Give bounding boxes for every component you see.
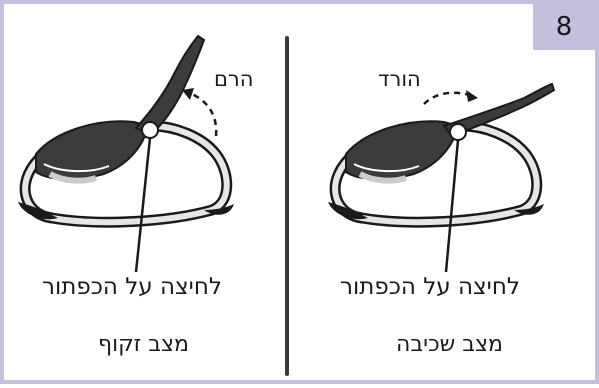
downward-curved-arrow-icon — [424, 90, 478, 104]
left-press-button-label: לחיצה על הכפתור — [42, 274, 222, 300]
hinge-button-right — [450, 124, 466, 140]
upright-position-label: מצב זקוף — [98, 332, 189, 357]
right-press-button-label: לחיצה על הכפתור — [340, 274, 520, 300]
bouncer-reclined-illustration — [4, 4, 599, 388]
reclined-position-label: מצב שכיבה — [396, 332, 503, 357]
lower-label: הורד — [378, 67, 421, 91]
pointer-line-right — [446, 140, 458, 272]
raise-label: הרם — [214, 67, 254, 91]
bouncer-seat-right — [346, 121, 458, 180]
